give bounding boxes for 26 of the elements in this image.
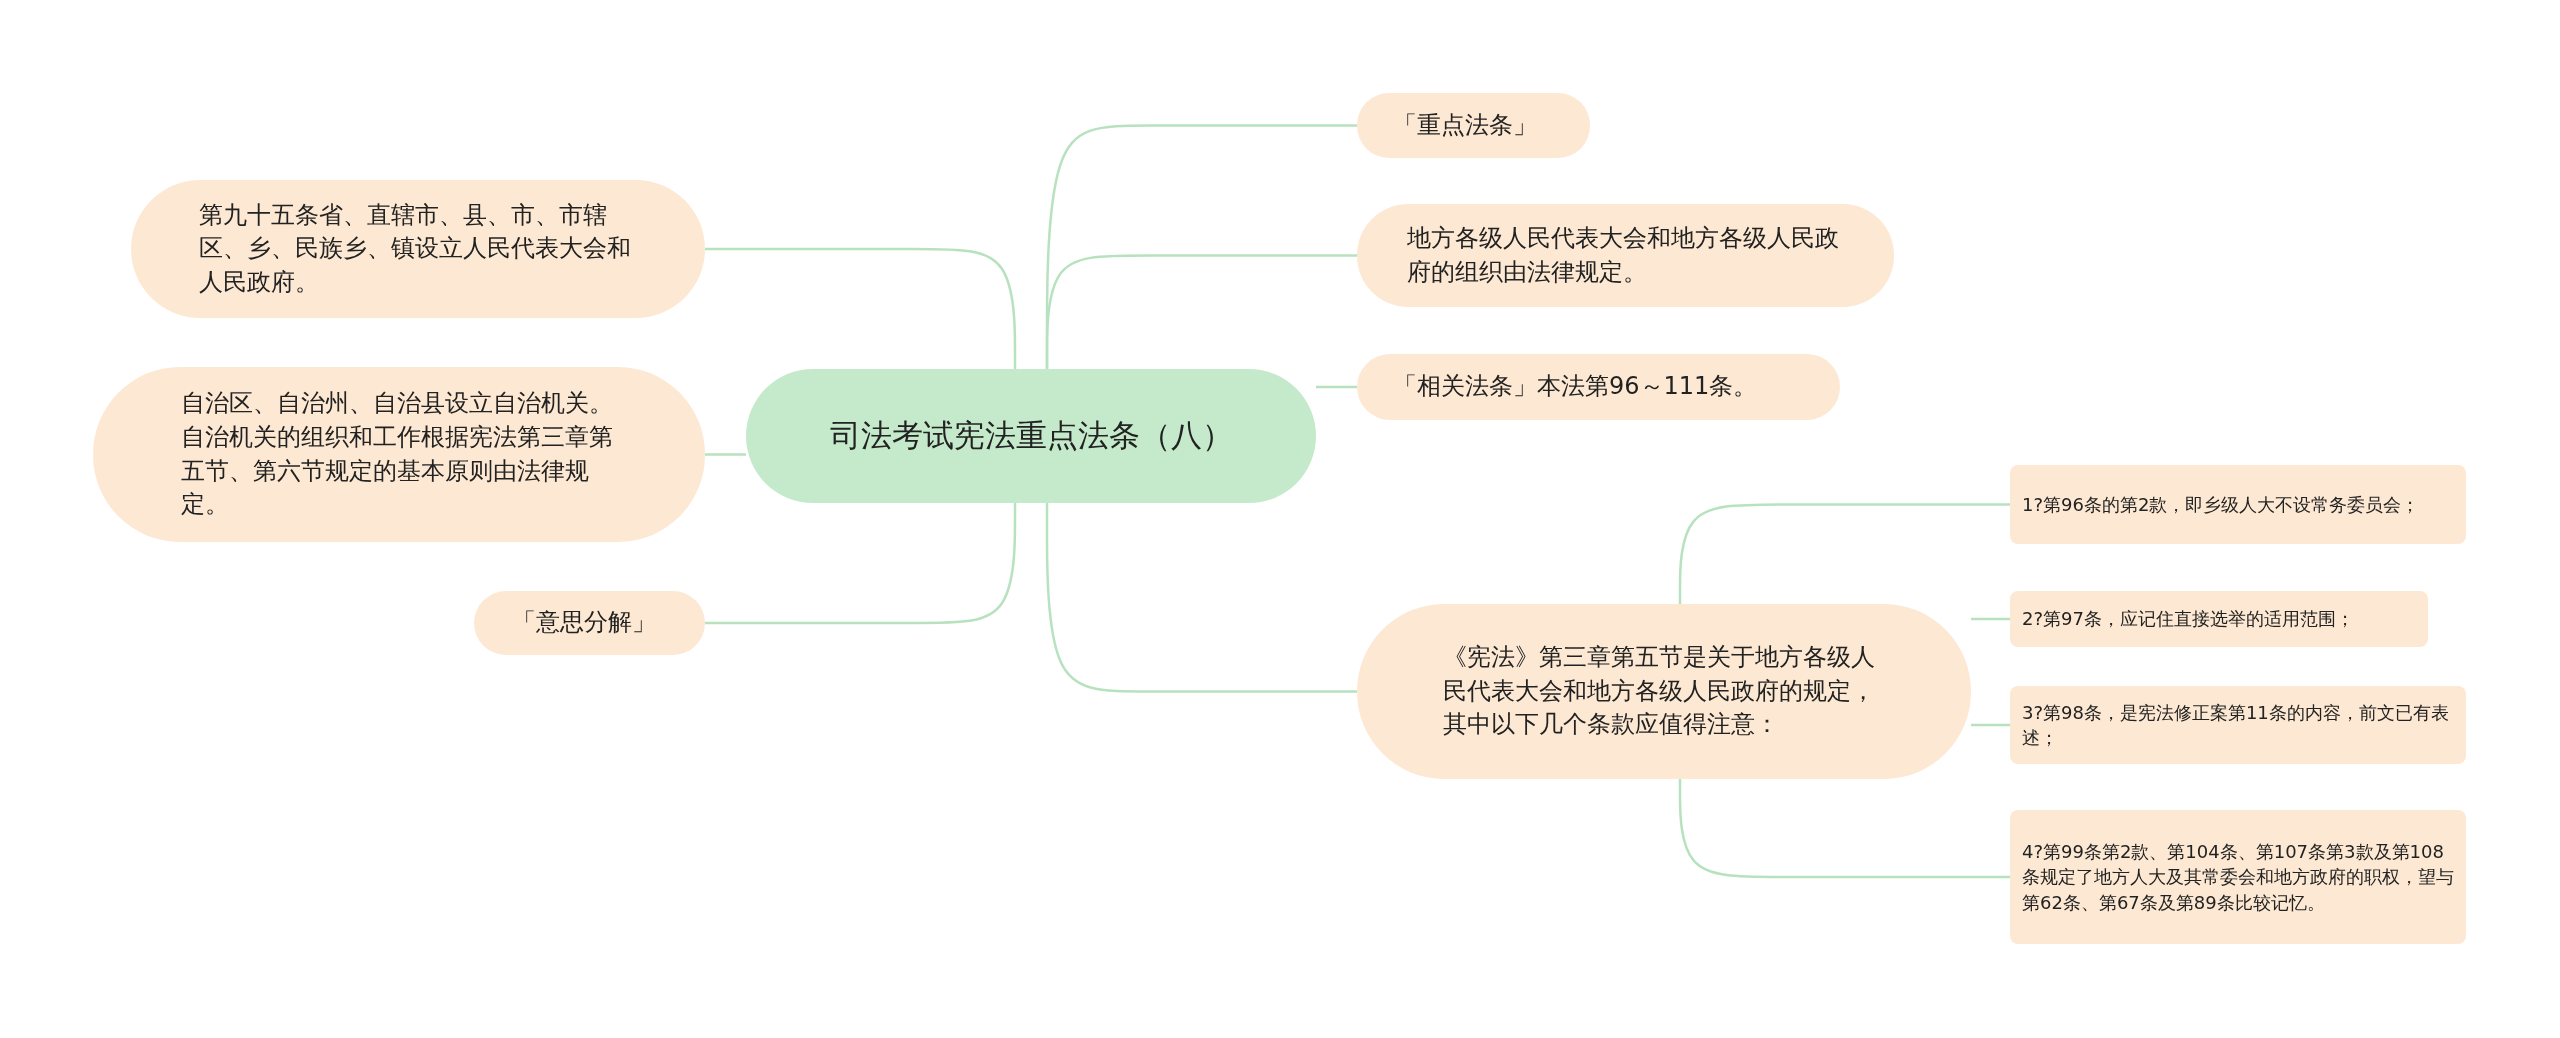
topic-text: 3?第98条，是宪法修正案第11条的内容，前文已有表述； [2022,700,2450,750]
connector-line [1045,254,1357,369]
topic-text: 「意思分解」 [512,607,656,639]
topic-text: 「重点法条」 [1393,109,1537,141]
topic-text: 地方各级人民代表大会和地方各级人民政府的组织由法律规定。 [1407,222,1840,288]
topic-text: 4?第99条第2款、第104条、第107条第3款及第108条规定了地方人大及其常委会和地方政府的职权，望与第62条、第67条及第89条比较记忆。 [2022,840,2454,915]
connector-line [1971,617,2010,621]
connector-line [1045,503,1357,693]
topic-text: 「相关法条」本法第96～111条。 [1393,371,1758,403]
topic-text: 第九十五条省、直辖市、县、市、市辖区、乡、民族乡、镇设立人民代表大会和人民政府。 [199,199,632,298]
topic-box [2010,591,2428,647]
connector-line [705,247,1017,369]
topic-box [2010,686,2466,764]
connector-line [705,503,1017,625]
topic-text: 2?第97条，应记住直接选举的适用范围； [2022,607,2354,632]
topic-text: 司法考试宪法重点法条（八） [829,416,1233,456]
topic-text: 自治区、自治州、自治县设立自治机关。自治机关的组织和工作根据宪法第三章第五节、第六节规定的基本原则由法律规定。 [181,388,614,521]
topic-box [2010,810,2466,944]
topic-text: 《宪法》第三章第五节是关于地方各级人民代表大会和地方各级人民政府的规定，其中以下几个条款应值得注意： [1443,642,1876,741]
connector-line [1316,385,1357,389]
topic-text: 1?第96条的第2款，即乡级人大不设常务委员会； [2022,492,2420,517]
connector-line [1678,503,2010,604]
connector-line [705,453,746,456]
topic-box [2010,465,2466,544]
connector-line [1971,723,2010,727]
connector-line [1678,779,2010,879]
